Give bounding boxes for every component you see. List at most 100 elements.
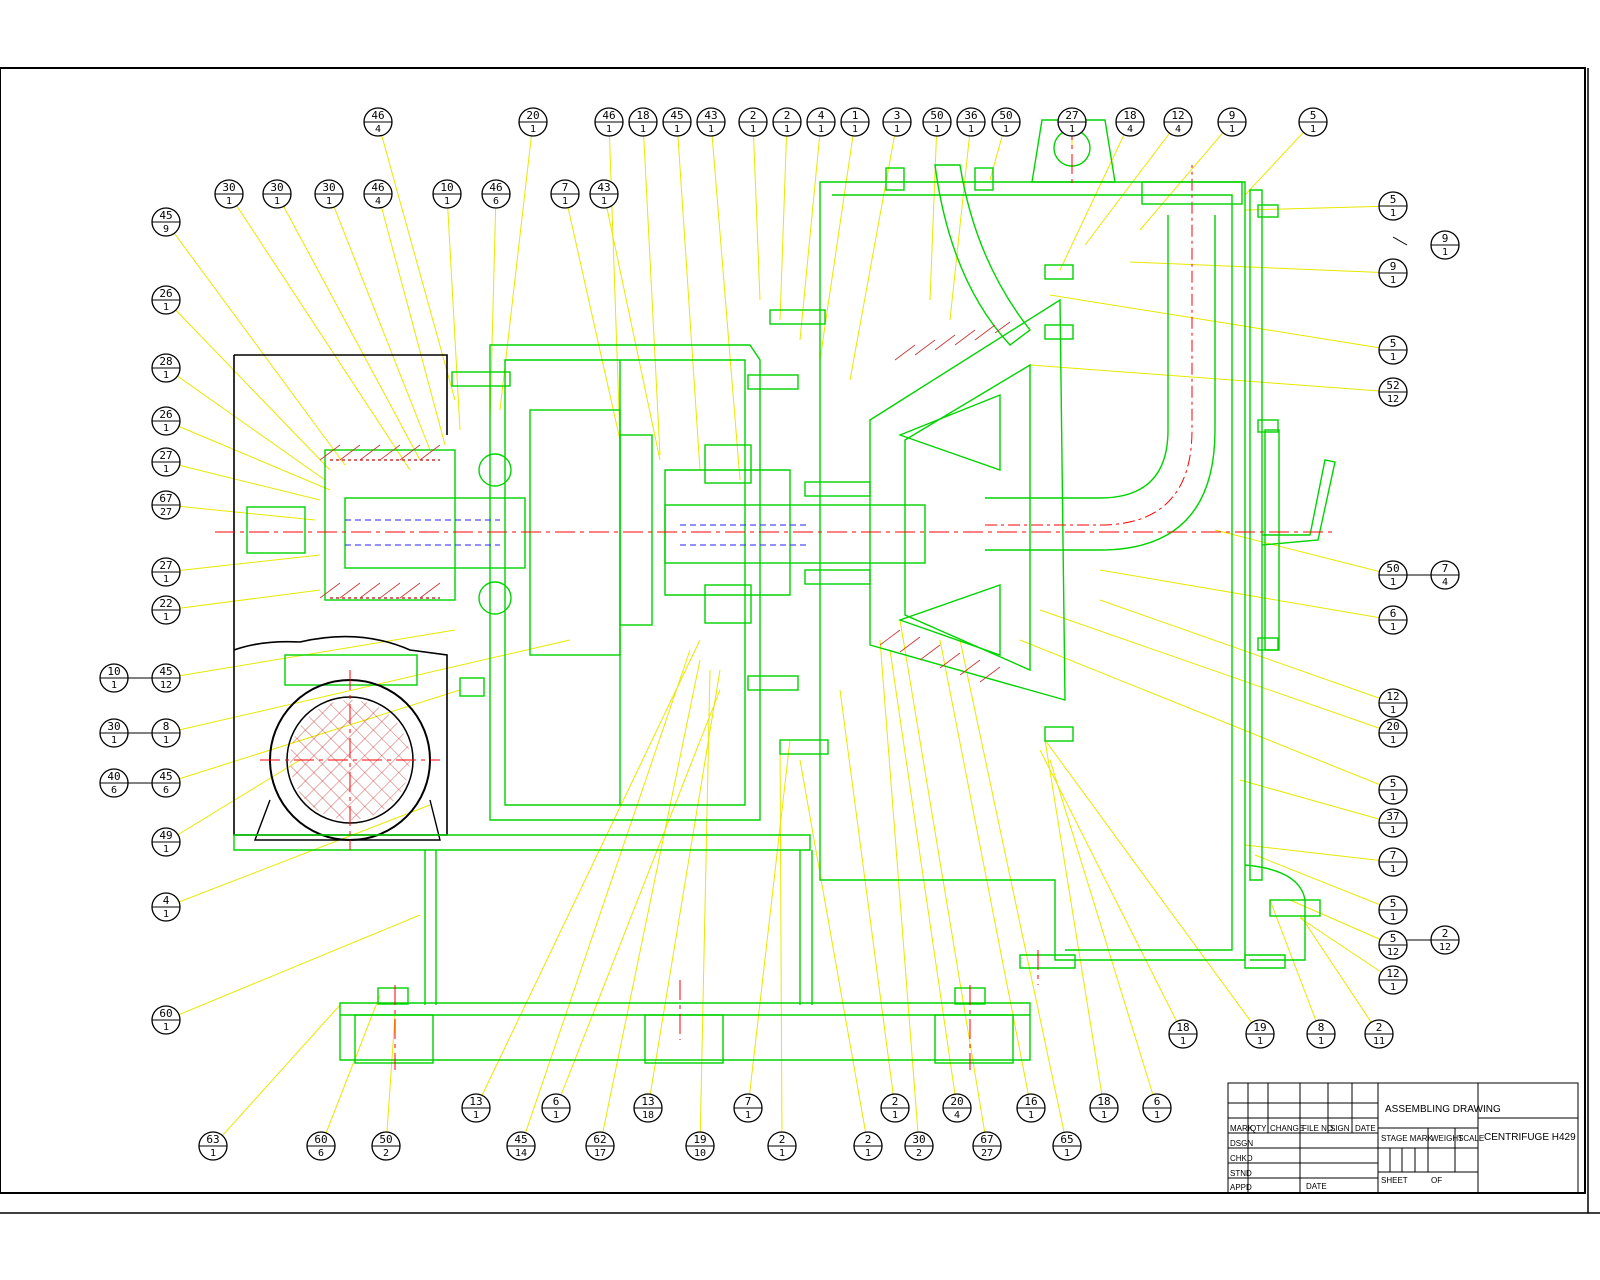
sign-date-label: DATE xyxy=(1306,1182,1327,1191)
item-balloon: 191 xyxy=(1245,1019,1275,1049)
balloon-item-number: 13 xyxy=(469,1095,482,1108)
leader-line xyxy=(839,689,896,1109)
item-balloon: 51 xyxy=(1378,191,1408,221)
balloon-quantity: 6 xyxy=(163,785,169,796)
balloon-quantity: 1 xyxy=(779,1148,785,1159)
balloon-item-number: 2 xyxy=(1376,1021,1383,1034)
balloon-quantity: 12 xyxy=(1387,394,1399,405)
balloon-quantity: 14 xyxy=(515,1148,527,1159)
item-balloon: 131 xyxy=(461,1093,491,1123)
balloon-quantity: 1 xyxy=(274,196,280,207)
balloon-quantity: 1 xyxy=(1028,1110,1034,1121)
item-balloon: 51 xyxy=(1378,335,1408,365)
balloon-item-number: 7 xyxy=(562,181,569,194)
item-balloon: 21 xyxy=(738,107,768,137)
item-balloon: 41 xyxy=(151,892,181,922)
item-balloon: 74 xyxy=(1430,560,1460,590)
balloon-quantity: 6 xyxy=(493,196,499,207)
item-balloon: 501 xyxy=(1378,560,1408,590)
balloon-quantity: 1 xyxy=(111,680,117,691)
item-balloon: 161 xyxy=(1016,1093,1046,1123)
leader-line xyxy=(165,504,316,521)
leader-line xyxy=(165,589,321,611)
item-balloon: 211 xyxy=(1364,1019,1394,1049)
item-balloon: 301 xyxy=(314,179,344,209)
balloon-quantity: 12 xyxy=(160,680,172,691)
item-balloon: 31 xyxy=(882,107,912,137)
balloon-item-number: 19 xyxy=(1253,1021,1266,1034)
centrifuge-casing xyxy=(819,181,1246,961)
balloon-quantity: 2 xyxy=(383,1148,389,1159)
sight-glass xyxy=(1264,429,1280,651)
item-balloon: 302 xyxy=(904,1131,934,1161)
item-balloon: 181 xyxy=(1168,1019,1198,1049)
balloon-quantity: 1 xyxy=(1390,735,1396,746)
motor-shaft-housing xyxy=(324,449,456,601)
leader-line xyxy=(642,121,661,456)
row-label-chkd: CHKD xyxy=(1230,1154,1253,1163)
balloon-quantity: 1 xyxy=(750,124,756,135)
section-hatching xyxy=(319,321,1011,683)
balloon-item-number: 27 xyxy=(159,449,172,462)
leader-line xyxy=(165,629,456,679)
item-balloons: 4642014611814514312121411131501361501271… xyxy=(99,107,1460,1161)
leader-line xyxy=(1044,739,1261,1035)
balloon-item-number: 12 xyxy=(1386,690,1399,703)
balloon-item-number: 18 xyxy=(636,109,649,122)
balloon-quantity: 1 xyxy=(1390,577,1396,588)
leader-line xyxy=(747,739,791,1109)
base-frame xyxy=(233,834,811,851)
balloon-quantity: 1 xyxy=(745,1110,751,1121)
balloon-quantity: 11 xyxy=(1373,1036,1385,1047)
balloon-quantity: 1 xyxy=(163,464,169,475)
balloon-quantity: 1 xyxy=(326,196,332,207)
balloon-quantity: 1 xyxy=(1003,124,1009,135)
basket-inner xyxy=(904,363,1031,672)
balloon-quantity: 2 xyxy=(916,1148,922,1159)
leader-line xyxy=(165,554,321,573)
item-balloon: 81 xyxy=(151,718,181,748)
item-balloon: 461 xyxy=(594,107,624,137)
item-balloon: 466 xyxy=(481,179,511,209)
balloon-item-number: 50 xyxy=(1386,562,1399,575)
cover-panel xyxy=(1249,189,1263,881)
balloon-item-number: 7 xyxy=(1442,562,1449,575)
balloon-quantity: 1 xyxy=(1390,275,1396,286)
item-balloon: 456 xyxy=(151,768,181,798)
balloon-quantity: 1 xyxy=(163,423,169,434)
item-balloon: 81 xyxy=(1306,1019,1336,1049)
row-label-stnd: STND xyxy=(1230,1169,1252,1178)
leader-line xyxy=(889,649,958,1109)
feed-pipe-flange xyxy=(1141,181,1243,205)
weight-label: WEIGHT xyxy=(1431,1134,1463,1143)
balloon-item-number: 8 xyxy=(163,720,170,733)
balloon-item-number: 52 xyxy=(1386,379,1399,392)
item-balloon: 371 xyxy=(1378,808,1408,838)
balloon-quantity: 4 xyxy=(1127,124,1133,135)
casing-foot xyxy=(1019,954,1286,969)
balloon-item-number: 26 xyxy=(159,408,172,421)
balloon-quantity: 1 xyxy=(708,124,714,135)
leader-line xyxy=(1019,639,1394,791)
balloon-quantity: 1 xyxy=(1390,705,1396,716)
leader-line xyxy=(599,659,701,1147)
title-block xyxy=(1227,1082,1579,1194)
balloon-quantity: 1 xyxy=(473,1110,479,1121)
balloon-quantity: 1 xyxy=(163,370,169,381)
scale-label: SCALE xyxy=(1458,1134,1484,1143)
balloon-quantity: 1 xyxy=(1310,124,1316,135)
leader-line xyxy=(1029,364,1394,393)
sheet-of-label: OF xyxy=(1431,1176,1442,1185)
balloon-quantity: 1 xyxy=(1390,982,1396,993)
item-balloon: 464 xyxy=(363,107,393,137)
balloon-item-number: 5 xyxy=(1390,777,1397,790)
balloon-quantity: 1 xyxy=(865,1148,871,1159)
balloon-item-number: 27 xyxy=(159,559,172,572)
balloon-quantity: 1 xyxy=(562,196,568,207)
balloon-item-number: 46 xyxy=(371,109,384,122)
item-balloon: 431 xyxy=(696,107,726,137)
balloon-quantity: 1 xyxy=(210,1148,216,1159)
balloon-item-number: 30 xyxy=(107,720,120,733)
